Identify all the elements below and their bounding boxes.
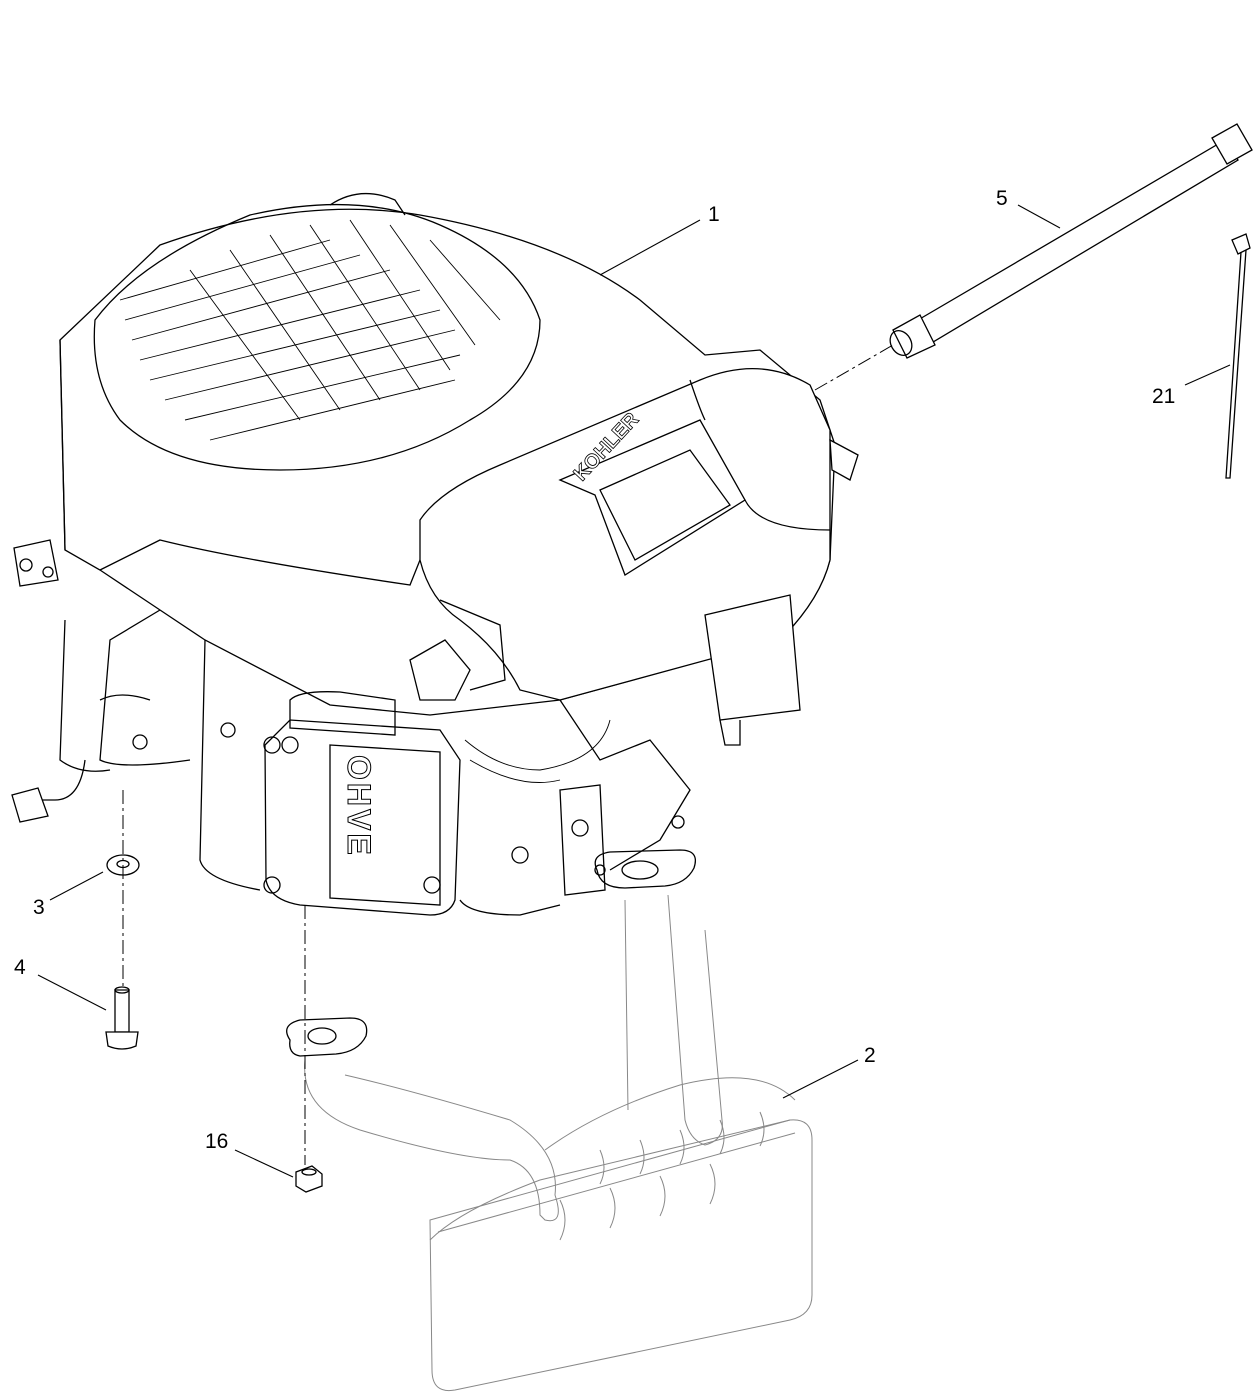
oil-drain-tube bbox=[814, 123, 1253, 391]
callout-2: 2 bbox=[864, 1044, 876, 1067]
muffler bbox=[286, 849, 813, 1392]
nut bbox=[295, 1165, 323, 1193]
leader-1 bbox=[599, 219, 701, 276]
leader-2 bbox=[782, 1059, 859, 1099]
leader-5 bbox=[1017, 204, 1061, 229]
leader-3 bbox=[49, 871, 104, 901]
callout-1: 1 bbox=[708, 203, 720, 226]
valve-cover-mark-text: OHVE bbox=[341, 755, 377, 858]
cable-tie bbox=[1225, 233, 1251, 479]
callout-16: 16 bbox=[205, 1130, 228, 1153]
callout-21: 21 bbox=[1152, 385, 1175, 408]
leader-21 bbox=[1184, 364, 1231, 386]
engine-assembly bbox=[11, 192, 859, 916]
leader-4 bbox=[37, 974, 107, 1011]
callout-5: 5 bbox=[996, 187, 1008, 210]
leader-16 bbox=[234, 1149, 294, 1178]
bolt bbox=[105, 986, 139, 1050]
callout-3: 3 bbox=[33, 896, 45, 919]
callout-4: 4 bbox=[14, 956, 26, 979]
